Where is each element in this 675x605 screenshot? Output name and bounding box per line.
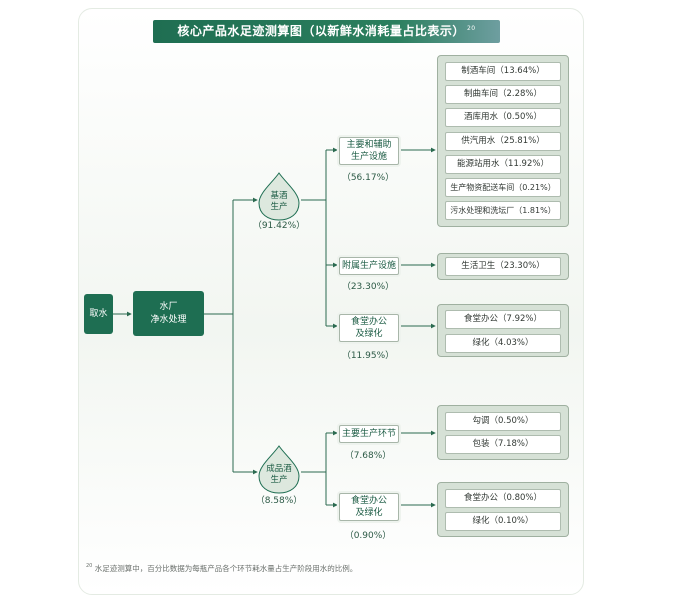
- base-droplet-icon: [258, 172, 300, 221]
- category-canteen-2-pct: （0.90%）: [344, 531, 392, 541]
- category-attached-pct: （23.30%）: [341, 282, 395, 292]
- category-canteen-2: 食堂办公及绿化: [339, 493, 399, 521]
- leaf-item: 污水处理和洗坛厂（1.81%）: [445, 201, 561, 220]
- leaf-item: 酒库用水（0.50%）: [445, 108, 561, 127]
- category-main-link-pct: （7.68%）: [344, 451, 392, 461]
- finished-label: 成品酒生产: [266, 464, 292, 485]
- finished-pct: （8.58%）: [255, 496, 303, 506]
- leaf-item: 食堂办公（7.92%）: [445, 310, 561, 329]
- leaf-item: 制酒车间（13.64%）: [445, 62, 561, 81]
- category-canteen-1: 食堂办公及绿化: [339, 314, 399, 342]
- leaf-item: 勾调（0.50%）: [445, 412, 561, 431]
- leaf-item: 绿化（4.03%）: [445, 334, 561, 353]
- category-main-aux: 主要和辅助生产设施: [339, 137, 399, 165]
- diagram-title: 核心产品水足迹测算图（以新鲜水消耗量占比表示）20: [153, 20, 500, 43]
- title-footnote-mark: 20: [466, 25, 476, 32]
- footnote: 20 水足迹测算中，百分比数据为每瓶产品各个环节耗水量占生产阶段用水的比例。: [86, 563, 358, 573]
- footnote-mark: 20: [86, 563, 93, 569]
- plant-node: 水厂净水处理: [133, 291, 204, 336]
- leaf-item: 供汽用水（25.81%）: [445, 132, 561, 151]
- category-canteen-1-pct: （11.95%）: [341, 351, 395, 361]
- base-label: 基酒生产: [270, 191, 288, 212]
- base-pct: （91.42%）: [252, 221, 306, 231]
- source-node: 取水: [84, 294, 113, 334]
- category-main-aux-pct: （56.17%）: [341, 173, 395, 183]
- leaf-item: 绿化（0.10%）: [445, 512, 561, 531]
- finished-droplet-icon: [258, 445, 300, 494]
- leaf-item: 生产物资配送车间（0.21%）: [445, 178, 561, 197]
- leaf-item: 制曲车间（2.28%）: [445, 85, 561, 104]
- category-main-link: 主要生产环节: [339, 425, 399, 443]
- leaf-item: 能源站用水（11.92%）: [445, 155, 561, 174]
- leaf-item: 食堂办公（0.80%）: [445, 489, 561, 508]
- leaf-item: 包装（7.18%）: [445, 435, 561, 454]
- leaf-item: 生活卫生（23.30%）: [445, 257, 561, 276]
- category-attached: 附属生产设施: [339, 257, 399, 275]
